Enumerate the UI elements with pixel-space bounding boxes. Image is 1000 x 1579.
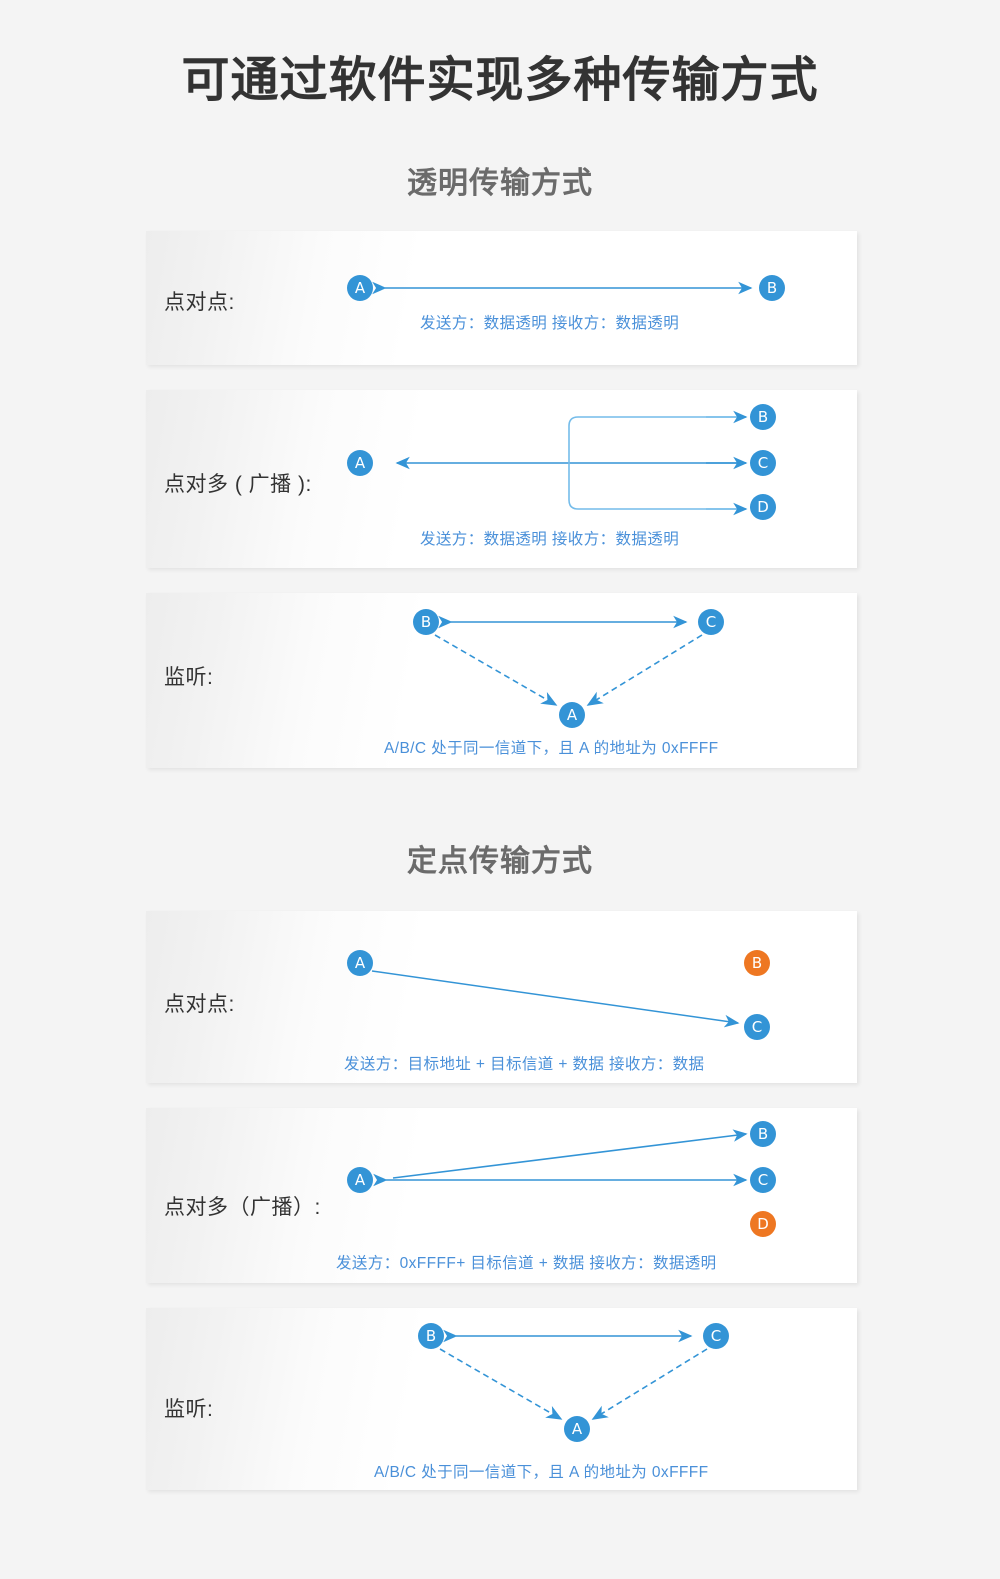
row-label-listen-fixed: 监听: (164, 1398, 214, 1421)
node-a: A (347, 950, 373, 976)
row-label-broadcast-fixed: 点对多（广播）: (164, 1196, 321, 1219)
node-c: C (698, 609, 724, 635)
node-c: C (744, 1014, 770, 1040)
caption-broadcast: 发送方：数据透明 接收方：数据透明 (420, 531, 680, 548)
caption-p2p-fixed: 发送方：目标地址 + 目标信道 + 数据 接收方：数据 (344, 1056, 705, 1073)
row-label-broadcast: 点对多 ( 广播 ): (164, 473, 312, 496)
diagram-transparent-broadcast (395, 410, 748, 516)
diagram-fixed-p2p (371, 970, 740, 1028)
diagram-transparent-listen (434, 615, 703, 706)
node-b: B (413, 609, 439, 635)
panel-transparent-p2p: 点对点: A B 发送方：数据透明 接收方：数据透明 (146, 231, 857, 365)
node-b: B (750, 404, 776, 430)
node-a: A (347, 450, 373, 476)
panel-fixed-broadcast: 点对多（广播）: A B C D 发送方：0xFFFF+ 目标信道 + 数据 接… (146, 1108, 857, 1283)
row-label-listen: 监听: (164, 666, 214, 689)
diagram-fixed-broadcast (373, 1129, 748, 1187)
page-title: 可通过软件实现多种传输方式 (181, 54, 819, 107)
panel-fixed-p2p: 点对点: A B C 发送方：目标地址 + 目标信道 + 数据 接收方：数据 (146, 911, 857, 1083)
caption-broadcast-fixed: 发送方：0xFFFF+ 目标信道 + 数据 接收方：数据透明 (336, 1255, 717, 1272)
node-a: A (564, 1416, 590, 1442)
node-b: B (750, 1121, 776, 1147)
section-title-fixed-point: 定点传输方式 (407, 845, 593, 878)
panel-transparent-broadcast: 点对多 ( 广播 ): A B C D 发送方：数据透明 接收方：数据透明 (146, 390, 857, 568)
node-b: B (744, 950, 770, 976)
node-c: C (750, 450, 776, 476)
caption-listen: A/B/C 处于同一信道下，且 A 的地址为 0xFFFF (384, 740, 719, 757)
panel-transparent-listen: 监听: B C A A/B/C 处于同一信道下，且 A 的地址 (146, 593, 857, 768)
diagram-transparent-p2p (372, 281, 753, 295)
node-b: B (759, 275, 785, 301)
row-label-p2p-fixed: 点对点: (164, 993, 235, 1016)
node-a: A (559, 702, 585, 728)
caption-listen-fixed: A/B/C 处于同一信道下，且 A 的地址为 0xFFFF (374, 1464, 709, 1481)
node-c: C (703, 1323, 729, 1349)
node-a: A (347, 275, 373, 301)
node-a: A (347, 1167, 373, 1193)
diagram-fixed-listen (439, 1329, 708, 1420)
node-d: D (750, 494, 776, 520)
section-title-transparent: 透明传输方式 (407, 167, 593, 200)
node-b: B (418, 1323, 444, 1349)
node-d: D (750, 1211, 776, 1237)
node-c: C (750, 1167, 776, 1193)
row-label-p2p: 点对点: (164, 291, 235, 314)
caption-p2p: 发送方：数据透明 接收方：数据透明 (420, 315, 680, 332)
panel-fixed-listen: 监听: B C A A/B/C 处于同一信道下，且 A 的地址 (146, 1308, 857, 1490)
